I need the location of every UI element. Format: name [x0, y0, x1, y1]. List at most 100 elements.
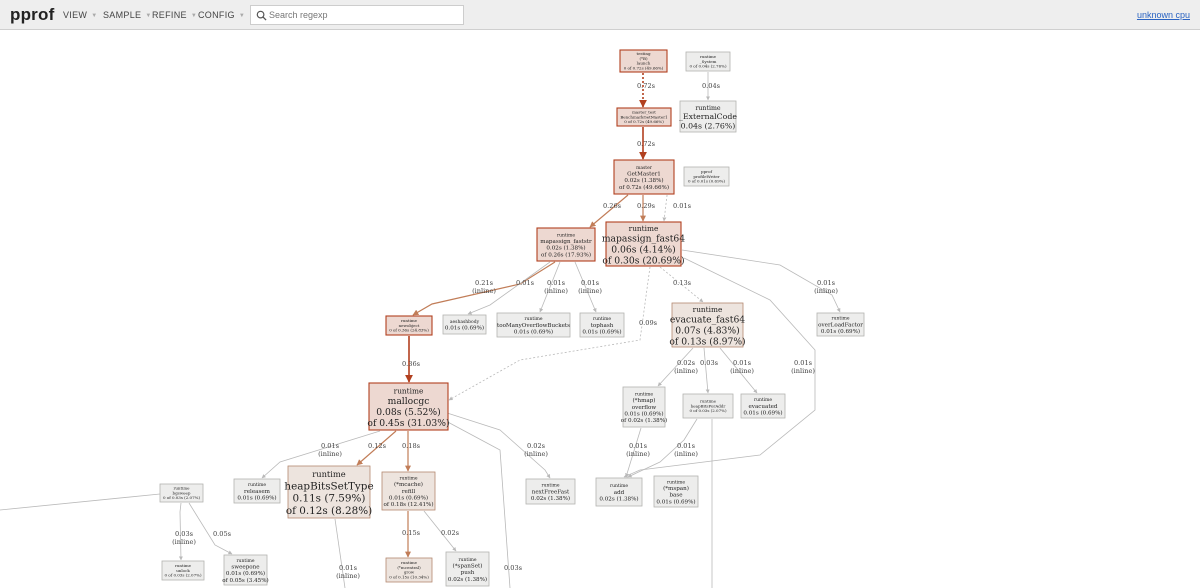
node-label-line: (*hmap): [633, 397, 656, 404]
menu-view-label: VIEW: [63, 10, 88, 20]
call-edge[interactable]: [574, 261, 597, 313]
node-box: [816, 312, 865, 337]
call-edge[interactable]: [443, 411, 551, 479]
node-label-line: bgsweep: [173, 490, 191, 495]
node-label-line: pprof: [701, 169, 712, 174]
call-edge[interactable]: [448, 266, 651, 401]
node-label-line: 0.01s (0.69%): [514, 328, 553, 335]
node-label-line: BenchmarkGetMaster1: [620, 114, 667, 119]
call-edge[interactable]: [539, 261, 561, 313]
call-edge[interactable]: [625, 427, 642, 478]
edge-label: 0.03s: [175, 530, 194, 538]
edge-label: (inline): [318, 450, 342, 458]
node-label-line: runtime: [400, 476, 418, 482]
call-edge[interactable]: [467, 261, 551, 315]
node-label-line: overLoadFactor: [818, 322, 863, 328]
menu-view[interactable]: VIEW▼: [63, 10, 97, 20]
node-label-line: runtime: [754, 397, 772, 403]
call-edge[interactable]: [178, 502, 183, 561]
node-label-line: tooManyOverflowBuckets: [497, 323, 570, 329]
node-label-line: nextFreeFast: [532, 489, 570, 495]
node-label-line: runtime: [700, 399, 717, 404]
node-label-line: newobject: [399, 323, 420, 328]
node-label-line: of 0.26s (17.93%): [541, 251, 591, 258]
node-label-line: heapBitsForAddr: [691, 403, 726, 408]
node-label-line: (*mcache): [394, 481, 423, 488]
node-label-line: runtime: [635, 392, 653, 398]
menu-sample[interactable]: SAMPLE▼: [103, 10, 152, 20]
node-label-line: runtime: [248, 482, 266, 488]
call-edge[interactable]: [188, 502, 233, 555]
call-edge[interactable]: [589, 194, 629, 228]
chevron-down-icon: ▼: [145, 13, 152, 19]
edge-label: 0.01s: [547, 279, 566, 287]
call-edge[interactable]: [412, 261, 556, 316]
call-edge[interactable]: [423, 510, 457, 552]
node-label-line: 0 of 0.03s (2.07%): [164, 573, 201, 578]
edge-label: 0.36s: [402, 360, 421, 368]
call-edge[interactable]: [623, 257, 816, 478]
node-box: [653, 475, 699, 508]
call-edge[interactable]: [719, 347, 758, 394]
node-label-line: 0.02s (1.38%): [624, 177, 663, 184]
node-label-line: GetMaster1: [627, 172, 661, 178]
edge-label: 0.01s: [629, 442, 648, 450]
call-edge[interactable]: [627, 418, 698, 478]
call-edge[interactable]: [334, 518, 346, 588]
node-label-line: 0.01s (0.69%): [226, 570, 265, 577]
edge-label: 0.26s: [603, 202, 622, 210]
node-label-line: runtime: [693, 305, 723, 314]
node-label-line: 0.01s (0.69%): [389, 494, 428, 501]
menu-refine[interactable]: REFINE▼: [152, 10, 197, 20]
call-edge[interactable]: [356, 430, 397, 466]
call-edge[interactable]: [261, 430, 381, 479]
node-label-line: runtime: [700, 54, 717, 59]
node-box: [381, 471, 436, 511]
edge-label: 0.21s: [475, 279, 494, 287]
node-label-line: grow: [404, 570, 415, 575]
call-edge[interactable]: [659, 266, 704, 303]
edge-label: 0.02s: [441, 529, 460, 537]
call-edge[interactable]: [657, 347, 694, 387]
profile-link[interactable]: unknown cpu: [1136, 10, 1190, 20]
call-edge[interactable]: [703, 347, 710, 394]
call-edge[interactable]: [681, 249, 841, 313]
call-edge[interactable]: [443, 419, 511, 588]
search-input[interactable]: [269, 8, 457, 22]
call-edge[interactable]: [0, 493, 161, 511]
node-label-line: runtime: [525, 316, 543, 322]
top-toolbar: pprof VIEW▼ SAMPLE▼ REFINE▼ CONFIG▼ unkn…: [0, 0, 1200, 30]
menu-config[interactable]: CONFIG▼: [198, 10, 245, 20]
